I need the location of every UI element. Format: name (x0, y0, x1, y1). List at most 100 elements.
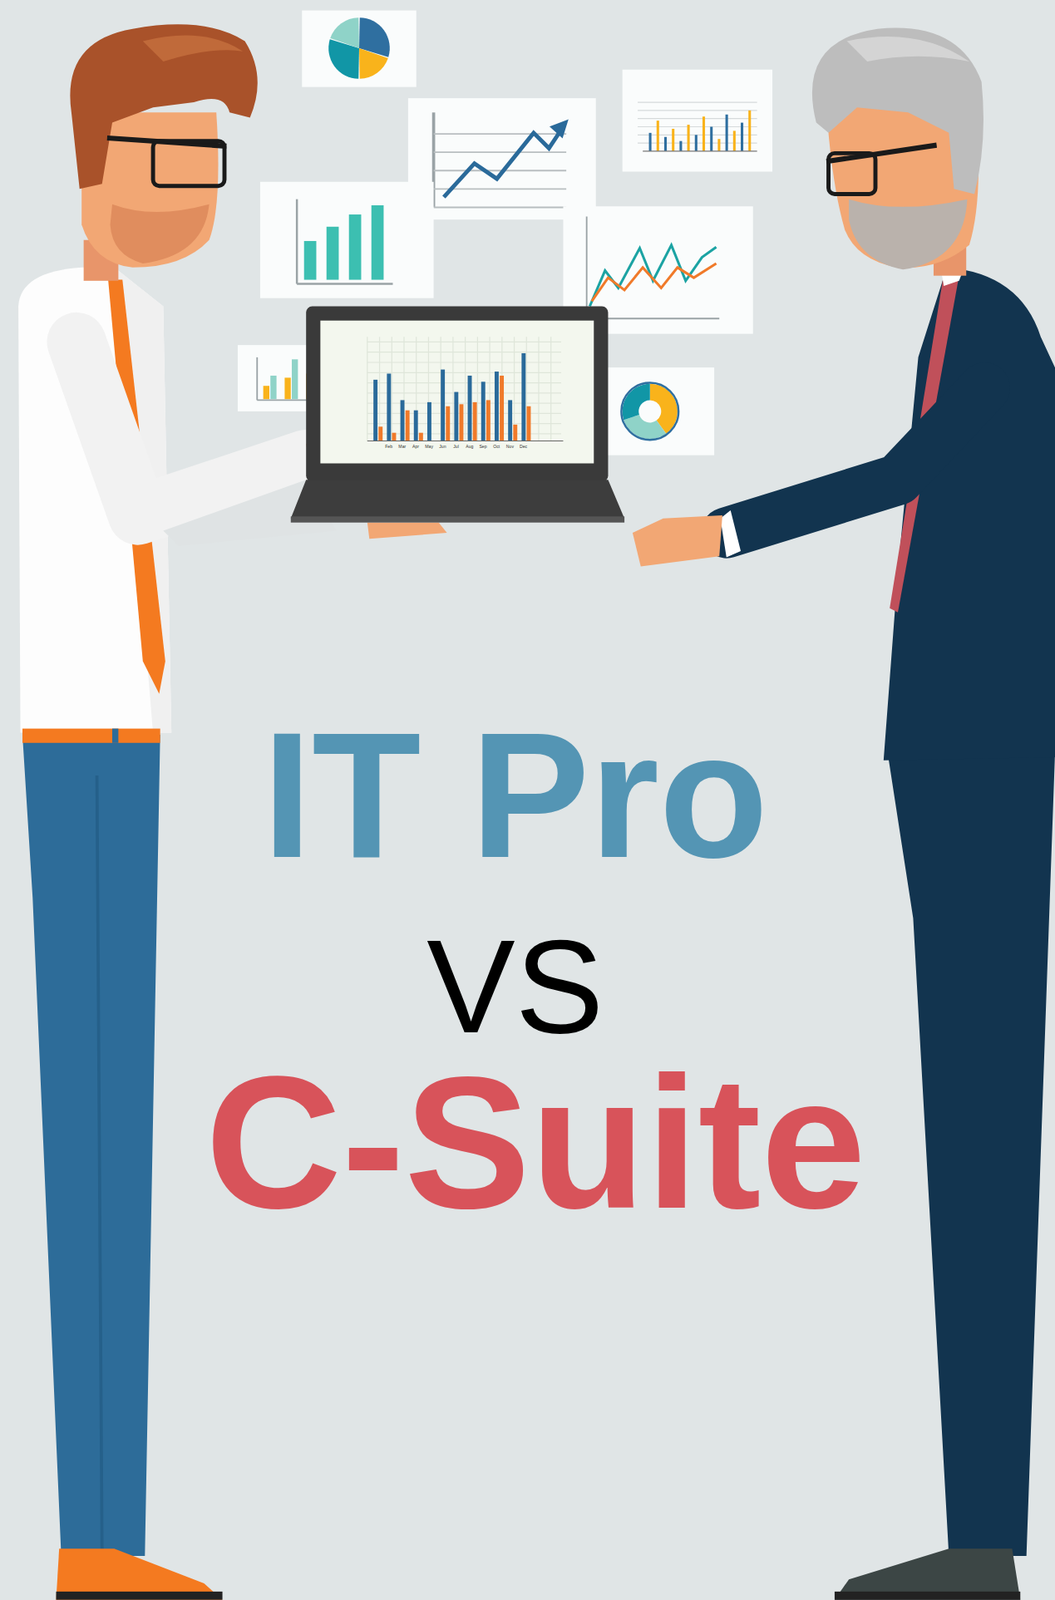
teal-bar-chart-part (304, 241, 317, 281)
sole (56, 1592, 223, 1600)
glasses-lens (152, 141, 225, 187)
small-bar-chart-part (291, 359, 298, 400)
trouser-seam (97, 775, 103, 1552)
grouped-bar-chart-part (687, 124, 691, 152)
small-bar-chart-part (284, 377, 291, 400)
pie-card (301, 10, 416, 88)
screen-chart-part (367, 423, 562, 424)
grouped-bar-chart-part (695, 134, 698, 152)
rising-line-chart-part (443, 127, 564, 198)
grouped-bar-chart-part (702, 116, 705, 152)
jacket (883, 267, 1055, 761)
month-axis-label: Jun (438, 444, 446, 449)
teal-bar-chart-part (326, 226, 340, 281)
hair (69, 24, 257, 189)
screen-chart-part (427, 402, 432, 442)
belt (22, 729, 161, 744)
grouped-bar-chart-part (637, 109, 758, 111)
hair-highlight (847, 36, 970, 62)
small-bar-chart-part (256, 357, 258, 401)
month-axis-label: Apr (412, 444, 420, 449)
month-axis-label: Oct (492, 444, 500, 449)
screen-chart-part (367, 351, 562, 353)
belt-loop (112, 729, 119, 744)
screen-chart-part (499, 375, 504, 442)
grouped-bar-chart (637, 102, 758, 152)
screen-chart-part (527, 406, 532, 442)
grouped-bar-chart-part (709, 127, 713, 152)
screen-chart-part (391, 336, 393, 441)
bar-card (622, 69, 773, 173)
sleeve (726, 388, 986, 533)
screen-chart-part (367, 361, 562, 363)
screen-chart-part (366, 336, 368, 441)
grouped-bar-chart-part (679, 141, 682, 152)
grouped-bar-chart-part (664, 137, 667, 152)
screen-chart-part (392, 433, 397, 442)
donut-chart-part (623, 414, 666, 439)
screen-chart-part (550, 336, 552, 441)
screen-chart-part (494, 371, 499, 441)
screen-chart-part (452, 336, 454, 441)
grouped-bar-chart-part (733, 130, 736, 152)
glasses-lens (828, 152, 876, 194)
beard (110, 204, 210, 264)
line-card (408, 98, 597, 220)
cuff (719, 510, 741, 558)
screen-chart (367, 336, 564, 441)
teal-bar-chart-part (349, 214, 362, 281)
screen-chart-part (419, 433, 424, 442)
grouped-bar-chart-part (649, 133, 652, 152)
rising-line-chart (433, 112, 568, 208)
laptop-edge (290, 516, 625, 523)
sole (834, 1592, 1021, 1600)
screen-chart-part (367, 382, 562, 384)
screen-chart-part (367, 402, 562, 404)
zigzag-chart-part (586, 216, 588, 320)
pie-chart-part (330, 17, 360, 49)
teal-bar-chart-part (296, 282, 393, 285)
donut-chart (621, 383, 679, 441)
screen-chart-part (473, 402, 478, 442)
pie-chart (328, 17, 390, 79)
month-axis-label: Nov (506, 444, 514, 449)
teal-bar-chart (296, 199, 393, 285)
month-axis-label: Feb (384, 444, 393, 449)
heading-it-pro: IT Pro (261, 706, 769, 886)
screen-chart-part (367, 413, 562, 415)
grouped-bar-chart-part (725, 114, 729, 152)
small-bar-chart-part (270, 375, 277, 400)
screen-chart-part (414, 410, 419, 442)
screen-chart-part (386, 374, 391, 442)
month-axis-label: Aug (465, 444, 474, 449)
screen-chart-part (378, 426, 383, 441)
laptop-screen (320, 320, 594, 464)
rising-line-chart-part (433, 169, 567, 172)
screen-chart-part (367, 392, 562, 394)
trousers (22, 734, 161, 1557)
grouped-bar-chart-part (637, 126, 758, 128)
grouped-bar-chart-part (748, 110, 751, 152)
small-bar-chart-part (263, 385, 270, 400)
rising-line-chart-part (551, 120, 568, 138)
grouped-bar-chart-part (671, 128, 675, 152)
rising-line-chart-part (433, 207, 567, 209)
screen-chart-part (440, 369, 445, 442)
screen-chart-part (464, 336, 466, 441)
grouped-bar-chart-part (637, 118, 758, 119)
hand-under (367, 522, 448, 540)
beard (848, 199, 967, 271)
rising-line-chart-part (433, 133, 567, 135)
screen-chart-part (445, 406, 450, 442)
screen-chart-part (537, 336, 539, 441)
hand (632, 515, 723, 567)
teal-bar-card (260, 182, 434, 299)
month-axis-label: Jul (453, 444, 459, 449)
screen-chart-part (379, 336, 380, 441)
versus-text: VS (426, 921, 604, 1055)
screen-chart-part (486, 399, 491, 441)
shoe (834, 1548, 1021, 1600)
teal-bar-chart-part (295, 199, 298, 285)
